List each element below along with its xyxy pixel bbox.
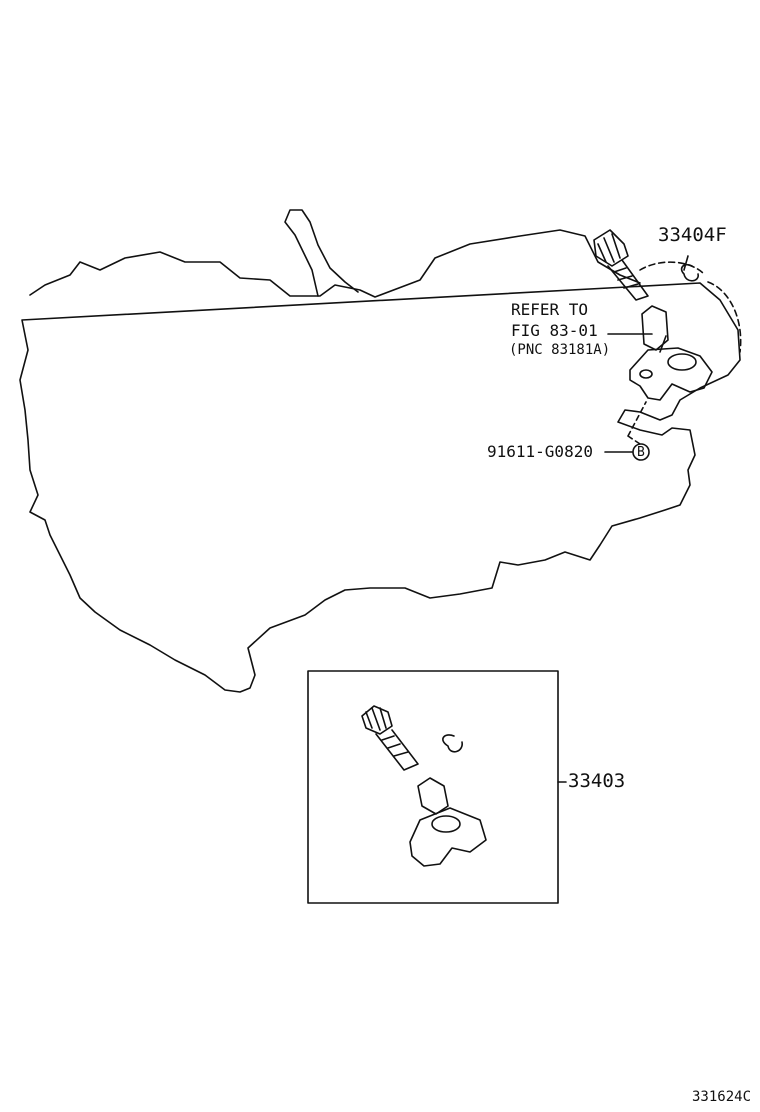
- refer-line-1: REFER TO: [511, 300, 589, 319]
- illustration-code: 331624C: [692, 1089, 752, 1105]
- bolt-part-number: 91611-G0820: [487, 442, 593, 461]
- refer-line-2: FIG 83-01: [511, 321, 598, 340]
- sensor-bolt-top: [593, 229, 649, 301]
- leader-33404F: [683, 255, 689, 271]
- sensor-bolt-inset: [361, 705, 419, 771]
- refer-line-3: (PNC 83181A): [509, 342, 611, 358]
- bolt-marker-circle: [632, 443, 650, 461]
- assembly-part-number: 33403: [568, 770, 626, 792]
- snap-ring-inset: [442, 734, 463, 753]
- speed-sensor-inset: [409, 777, 487, 867]
- inset-box: [307, 670, 559, 904]
- speed-sensor-top: [629, 305, 713, 401]
- leader-bolt-dashed: [627, 401, 647, 445]
- bolt-marker-letter: B: [637, 445, 645, 460]
- filler-tube: [284, 209, 359, 297]
- transmission-case-outline: [19, 229, 741, 693]
- part-number-33404F: 33404F: [658, 224, 727, 246]
- bracket-leader: [639, 261, 742, 353]
